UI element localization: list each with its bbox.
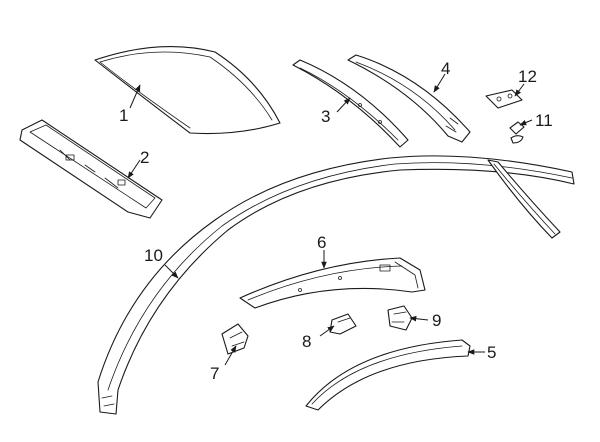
leader-9 [409,315,429,322]
leader-lines [127,73,533,366]
callout-5: 5 [487,343,496,362]
callout-4: 4 [441,59,450,78]
callout-3: 3 [321,107,330,126]
part-7-small-bracket [221,323,249,355]
leader-10 [164,264,179,279]
callout-10: 10 [144,246,163,265]
leader-1 [129,84,141,109]
part-2-header-panel [19,119,163,219]
leader-4 [433,73,446,93]
leader-11 [519,119,533,126]
part-10-side-frame [97,155,575,415]
part-11-bolt [509,121,525,144]
callout-7: 7 [210,364,219,383]
callout-labels: 1 2 3 4 5 6 7 8 9 10 11 12 [119,59,553,383]
part-9-bracket [387,305,413,331]
callout-2: 2 [140,148,149,167]
callout-6: 6 [317,233,326,252]
part-1-roof-panel [94,46,281,135]
part-5-lower-rail [305,339,471,411]
leader-8 [319,325,335,337]
part-8-small-bracket [329,313,357,335]
callout-12: 12 [518,67,537,86]
part-4-outer-rail [347,54,471,143]
callout-11: 11 [535,111,553,130]
part-12-bracket [485,89,523,109]
leader-3 [336,97,351,113]
part-6-inner-rail [239,257,426,309]
leader-2 [127,159,141,179]
leader-12 [514,83,525,97]
callout-9: 9 [432,311,441,330]
callout-1: 1 [119,106,128,125]
callout-8: 8 [302,332,311,351]
leader-7 [224,345,237,366]
